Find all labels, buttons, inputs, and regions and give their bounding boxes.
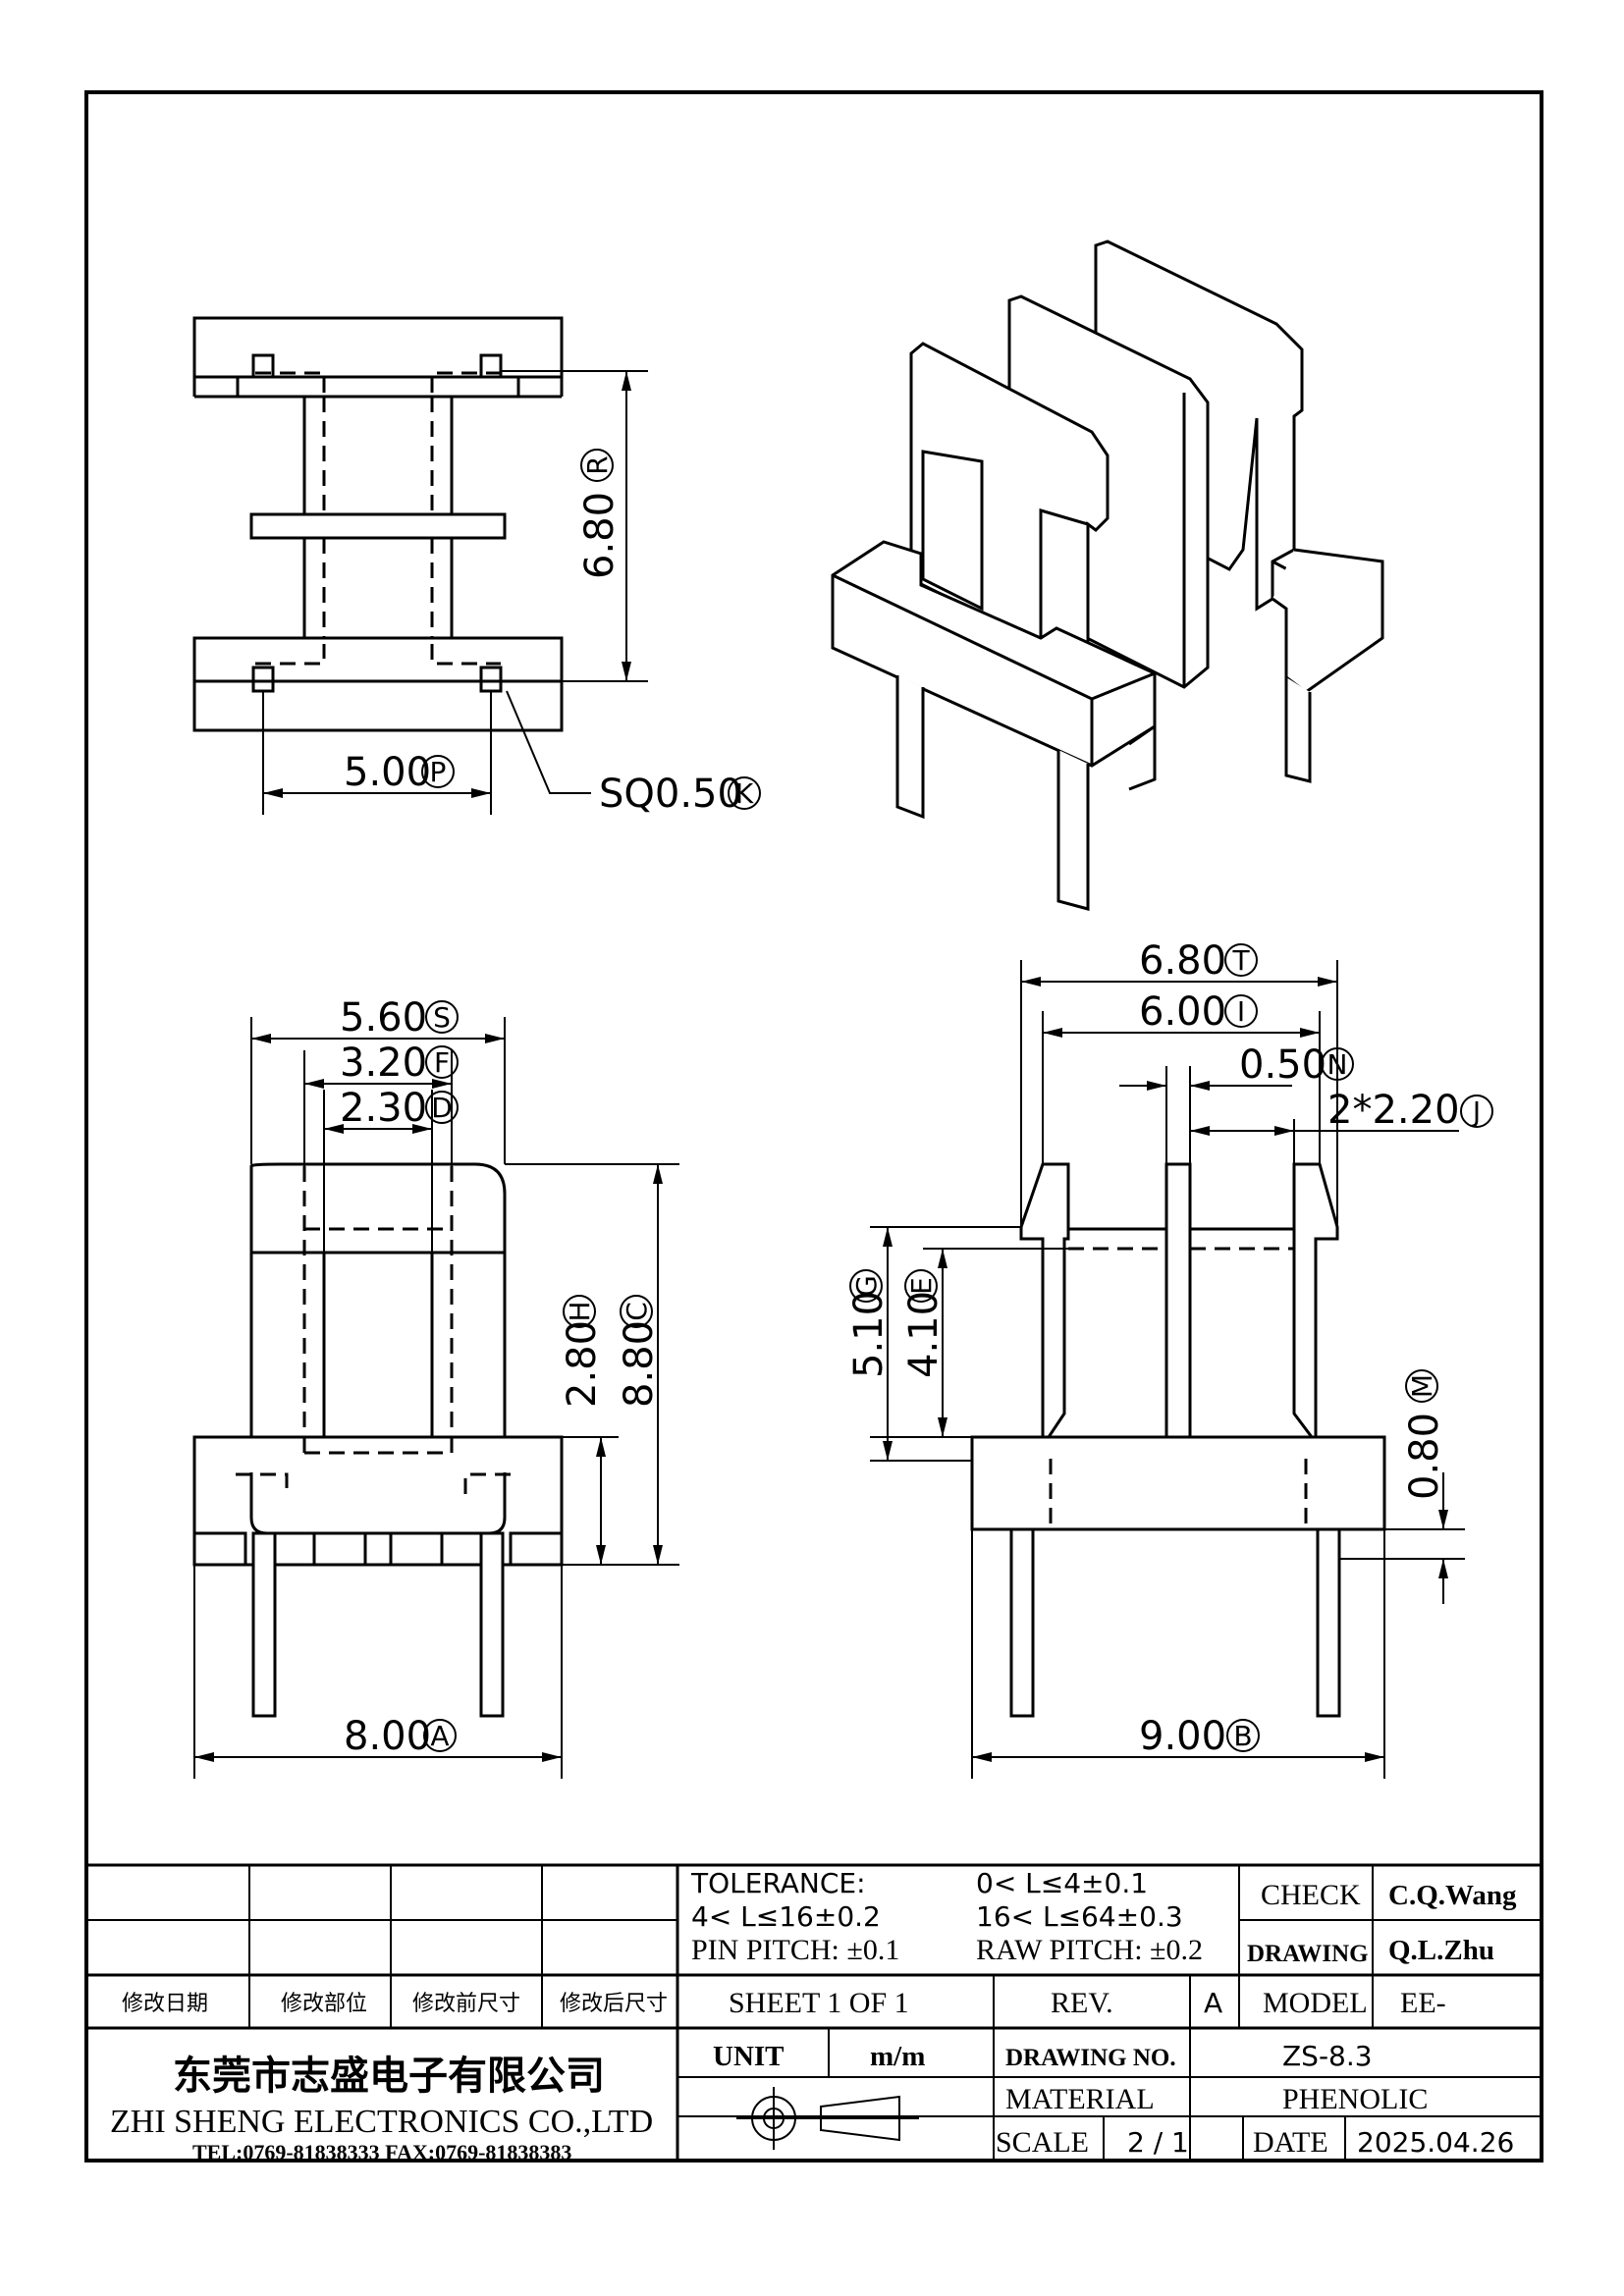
dim-n-label: N — [1327, 1048, 1348, 1081]
date-value: 2025.04.26 — [1357, 2126, 1514, 2159]
dim-p-value: 5.00 — [344, 750, 431, 795]
model-value: EE- — [1400, 1987, 1446, 2019]
drawing-label: DRAWING — [1247, 1941, 1369, 1967]
check-value: C.Q.Wang — [1388, 1880, 1517, 1911]
dim-j-label: J — [1471, 1095, 1481, 1128]
scale-label: SCALE — [996, 2126, 1089, 2159]
dim-p-label: P — [430, 756, 447, 788]
date-label: DATE — [1253, 2126, 1328, 2159]
scale-value: 2 / 1 — [1127, 2126, 1189, 2159]
dim-e-label: E — [905, 1277, 938, 1295]
dim-i-value: 6.00 — [1139, 989, 1226, 1035]
tolerance-raw-pitch: RAW PITCH: ±0.2 — [976, 1934, 1203, 1966]
dim-i-label: I — [1237, 995, 1245, 1028]
dim-t-value: 6.80 — [1139, 938, 1226, 984]
dim-g-label: G — [850, 1275, 883, 1297]
dim-a-label: A — [430, 1720, 449, 1752]
check-label: CHECK — [1261, 1879, 1361, 1911]
tolerance-pin-pitch: PIN PITCH: ±0.1 — [691, 1934, 899, 1966]
dim-b-value: 9.00 — [1139, 1714, 1226, 1759]
rev-part-header: 修改部位 — [281, 1992, 367, 2016]
dim-d-label: D — [431, 1092, 453, 1124]
rev-before-header: 修改前尺寸 — [412, 1992, 520, 2016]
projection-symbol-icon — [736, 2087, 919, 2150]
tolerance-label: TOLERANCE: — [690, 1867, 866, 1899]
side-view: 6.80 T 6.00 I 0.50 N 2*2.20 J 5.10 G 4.1… — [846, 938, 1493, 1779]
rev-label: REV. — [1051, 1987, 1113, 2019]
dim-f-label: F — [434, 1046, 450, 1079]
company-name-cn: 东莞市志盛电子有限公司 — [173, 2054, 605, 2099]
dim-c-label: C — [621, 1302, 653, 1321]
sheet-border — [84, 90, 1543, 2163]
title-block: TOLERANCE: 0< L≤4±0.1 4< L≤16±0.2 16< L≤… — [86, 1863, 1542, 2164]
dim-h-label: H — [564, 1301, 596, 1321]
dim-b-label: B — [1233, 1720, 1252, 1752]
company-tel-fax: TEL:0769-81838333 FAX:0769-81838383 — [192, 2140, 571, 2164]
dim-f-value: 3.20 — [340, 1041, 427, 1086]
material-value: PHENOLIC — [1282, 2083, 1428, 2115]
dim-t-label: T — [1231, 944, 1250, 977]
model-label: MODEL — [1263, 1987, 1368, 2019]
drawing-no-value: ZS-8.3 — [1282, 2040, 1373, 2072]
rev-after-header: 修改后尺寸 — [560, 1992, 668, 2016]
dim-c-value: 8.80 — [617, 1320, 662, 1408]
dim-h-value: 2.80 — [560, 1320, 605, 1408]
dim-r-label: R — [581, 455, 614, 474]
dim-j-value: 2*2.20 — [1327, 1088, 1460, 1133]
dim-e-value: 4.10 — [901, 1291, 947, 1378]
dim-d-value: 2.30 — [340, 1086, 427, 1131]
rev-date-header: 修改日期 — [122, 1992, 208, 2016]
rev-value: A — [1204, 1987, 1222, 2019]
dim-n-value: 0.50 — [1239, 1042, 1326, 1088]
drawing-no-label: DRAWING NO. — [1005, 2045, 1176, 2071]
dim-k-value: SQ0.50 — [599, 772, 742, 817]
tolerance-3: 16< L≤64±0.3 — [976, 1900, 1183, 1933]
dim-s-value: 5.60 — [340, 995, 427, 1041]
dim-m-value: 0.80 — [1402, 1413, 1447, 1500]
material-label: MATERIAL — [1005, 2083, 1155, 2115]
front-view: 5.60 S 3.20 F 2.30 D 2.80 H 8.80 C 8.00 … — [192, 995, 679, 1779]
unit-value: m/m — [870, 2041, 925, 2072]
tolerance-1: 0< L≤4±0.1 — [976, 1867, 1148, 1899]
dim-s-label: S — [433, 1001, 451, 1034]
dim-k-label: K — [735, 777, 754, 810]
dim-a-value: 8.00 — [344, 1714, 431, 1759]
isometric-view — [831, 240, 1384, 911]
dim-g-value: 5.10 — [846, 1291, 892, 1378]
drawing-value: Q.L.Zhu — [1388, 1935, 1494, 1966]
sheet-text: SHEET 1 OF 1 — [729, 1987, 909, 2019]
dim-r-value: 6.80 — [577, 492, 623, 579]
tolerance-2: 4< L≤16±0.2 — [691, 1900, 881, 1933]
top-view: 6.80 R 5.00 P SQ0.50 K — [192, 316, 761, 817]
company-name-en: ZHI SHENG ELECTRONICS CO.,LTD — [110, 2104, 653, 2140]
dim-m-label: M — [1406, 1374, 1438, 1398]
unit-label: UNIT — [713, 2041, 785, 2072]
